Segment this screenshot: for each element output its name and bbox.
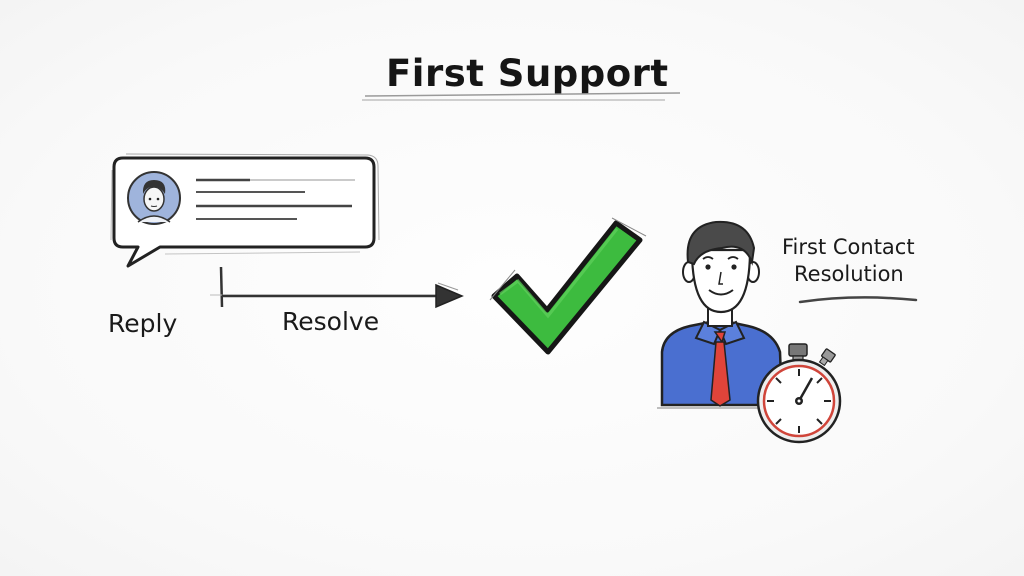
reply-label: Reply <box>108 309 178 338</box>
chat-bubble-icon <box>110 153 380 268</box>
checkmark-icon <box>489 217 647 355</box>
page-title: First Support <box>386 52 669 95</box>
fcr-label-line2: Resolution <box>794 262 904 286</box>
stopwatch-icon <box>756 343 842 444</box>
title-underline <box>362 92 681 101</box>
resolve-label: Resolve <box>282 307 380 336</box>
arrow-right-icon <box>210 266 464 309</box>
first-contact-resolution-label: First Contact Resolution <box>782 234 915 288</box>
fcr-label-line1: First Contact <box>782 235 915 259</box>
user-avatar-icon <box>127 171 181 225</box>
support-agent-icon <box>657 220 785 409</box>
fcr-underline <box>798 296 918 304</box>
